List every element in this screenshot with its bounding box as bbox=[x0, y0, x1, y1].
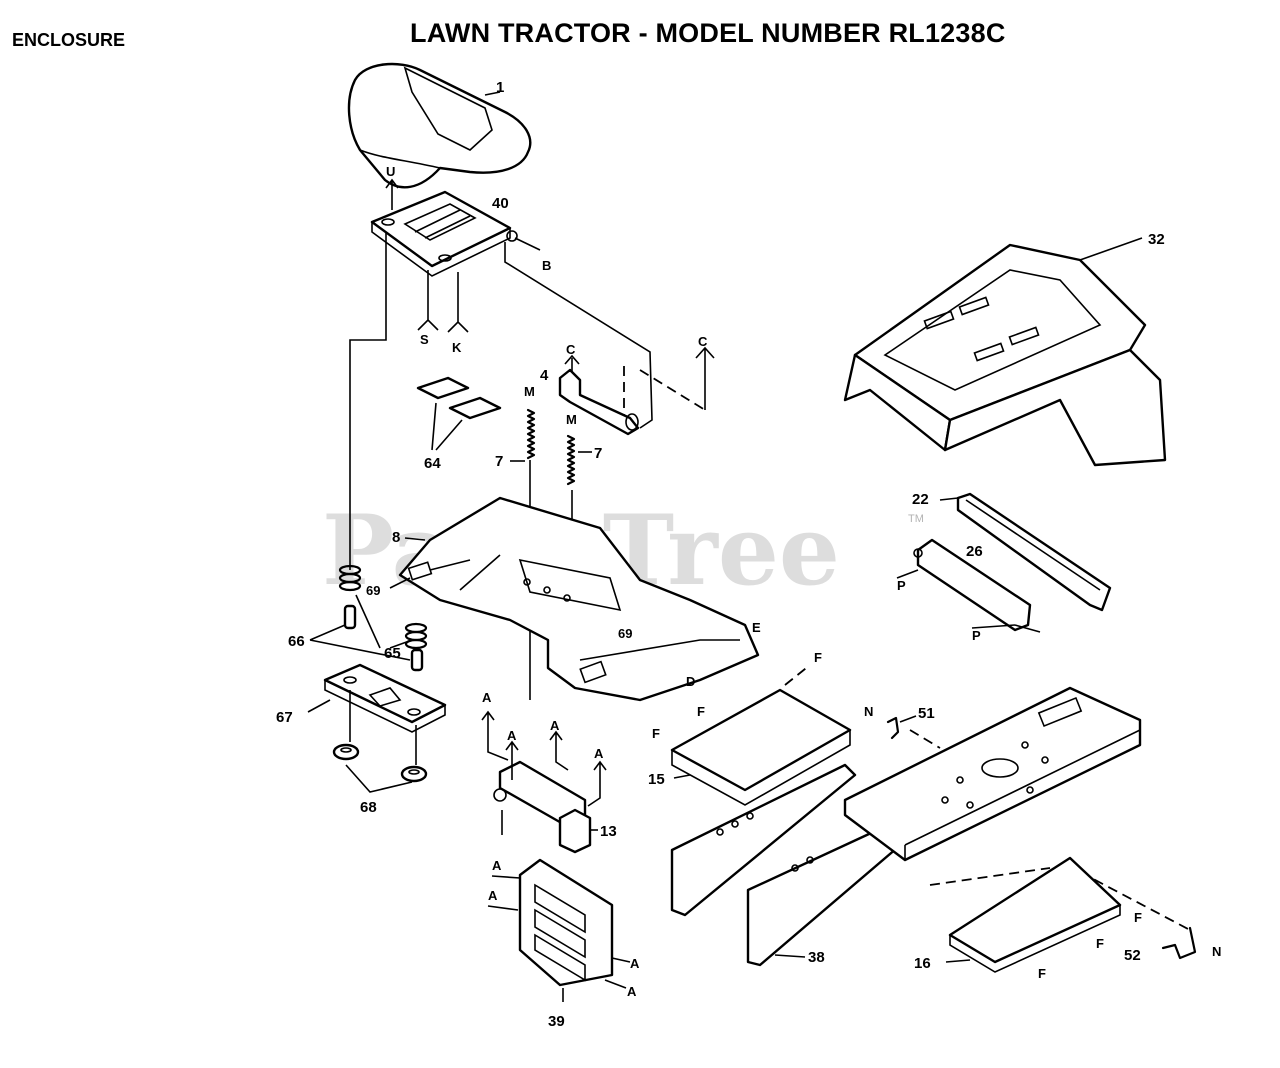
part-66-spacers[interactable] bbox=[343, 604, 424, 672]
callout-66: 66 bbox=[288, 633, 305, 650]
callout-40: 40 bbox=[492, 195, 509, 212]
ref-C1: C bbox=[566, 342, 576, 357]
ref-U: U bbox=[386, 164, 395, 179]
callout-1: 1 bbox=[496, 79, 504, 96]
callout-69b: 69 bbox=[618, 626, 632, 641]
part-13-bracket[interactable] bbox=[493, 760, 592, 854]
ref-M2: M bbox=[566, 412, 577, 427]
ref-A6: A bbox=[488, 888, 498, 903]
ref-B: B bbox=[542, 258, 551, 273]
part-51-fastener[interactable] bbox=[886, 716, 900, 740]
ref-F3: F bbox=[814, 650, 822, 665]
callout-15: 15 bbox=[648, 771, 665, 788]
callout-16: 16 bbox=[914, 955, 931, 972]
callout-69a: 69 bbox=[366, 583, 380, 598]
part-40-seat-pan[interactable] bbox=[370, 190, 518, 277]
ref-A4: A bbox=[594, 746, 604, 761]
callout-52: 52 bbox=[1124, 947, 1141, 964]
ref-F1: F bbox=[652, 726, 660, 741]
part-frame[interactable] bbox=[843, 686, 1142, 862]
ref-A1: A bbox=[482, 690, 492, 705]
callout-67: 67 bbox=[276, 709, 293, 726]
part-32-hood[interactable] bbox=[843, 243, 1167, 467]
ref-P2: P bbox=[972, 628, 981, 643]
callout-22: 22 bbox=[912, 491, 929, 508]
part-52-fastener[interactable] bbox=[1161, 926, 1197, 960]
ref-F6: F bbox=[1038, 966, 1046, 981]
ref-D: D bbox=[686, 674, 695, 689]
callout-51: 51 bbox=[918, 705, 935, 722]
callout-13: 13 bbox=[600, 823, 617, 840]
callout-26: 26 bbox=[966, 543, 983, 560]
ref-A5: A bbox=[492, 858, 502, 873]
ref-F5: F bbox=[1096, 936, 1104, 951]
part-38-running-board[interactable] bbox=[670, 763, 920, 967]
ref-P1: P bbox=[897, 578, 906, 593]
callout-32: 32 bbox=[1148, 231, 1165, 248]
ref-F4: F bbox=[1134, 910, 1142, 925]
callout-4: 4 bbox=[540, 367, 549, 384]
part-64-pads[interactable] bbox=[416, 376, 502, 420]
part-68-bushings[interactable] bbox=[332, 743, 428, 783]
part-39-front-panel[interactable] bbox=[518, 858, 614, 987]
section-label: ENCLOSURE bbox=[12, 30, 126, 50]
ref-E: E bbox=[752, 620, 761, 635]
part-65-springs[interactable] bbox=[338, 564, 428, 650]
part-26-bumper-bracket[interactable] bbox=[913, 538, 1032, 632]
callout-68: 68 bbox=[360, 799, 377, 816]
ref-A2: A bbox=[507, 728, 517, 743]
ref-K: K bbox=[452, 340, 462, 355]
part-15-footrest-left[interactable] bbox=[670, 688, 852, 806]
ref-N2: N bbox=[1212, 944, 1221, 959]
callout-7b: 7 bbox=[594, 445, 602, 462]
callout-64: 64 bbox=[424, 455, 441, 472]
part-16-footrest-right[interactable] bbox=[948, 856, 1122, 973]
part-8-fender[interactable] bbox=[398, 496, 760, 702]
callout-65: 65 bbox=[384, 645, 401, 662]
ref-F2: F bbox=[697, 704, 705, 719]
part-4-pivot-bracket[interactable] bbox=[558, 368, 640, 436]
part-67-mount-plate[interactable] bbox=[323, 663, 447, 733]
callout-8: 8 bbox=[392, 529, 400, 546]
ref-A8: A bbox=[627, 984, 637, 999]
ref-A3: A bbox=[550, 718, 560, 733]
ref-S: S bbox=[420, 332, 429, 347]
callout-7a: 7 bbox=[495, 453, 503, 470]
part-1-seat[interactable] bbox=[347, 62, 532, 189]
part-22-bumper[interactable] bbox=[956, 492, 1112, 612]
ref-N1: N bbox=[864, 704, 873, 719]
ref-M1: M bbox=[524, 384, 535, 399]
callout-38: 38 bbox=[808, 949, 825, 966]
part-7-springs[interactable] bbox=[526, 408, 576, 486]
callout-39: 39 bbox=[548, 1013, 565, 1030]
ref-C2: C bbox=[698, 334, 708, 349]
ref-A7: A bbox=[630, 956, 640, 971]
page-title: LAWN TRACTOR - MODEL NUMBER RL1238C bbox=[410, 18, 1006, 48]
watermark-tm: TM bbox=[908, 513, 924, 525]
